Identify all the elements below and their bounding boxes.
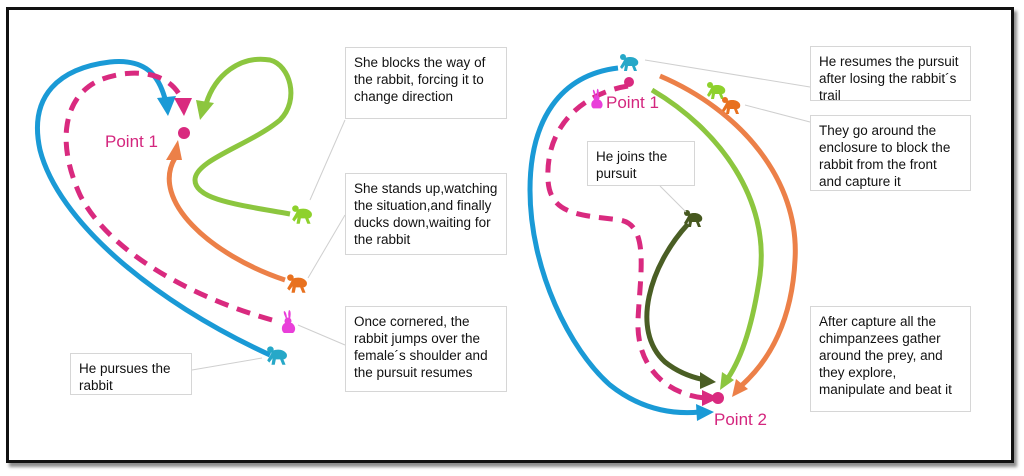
right-point1-label: Point 1 xyxy=(606,93,659,112)
left-lime-path xyxy=(192,56,294,217)
connector-blocks xyxy=(309,119,346,201)
right-point2-dot xyxy=(712,392,724,404)
connector-cornered xyxy=(297,324,346,346)
note-joins: He joins the pursuit xyxy=(587,141,695,186)
right-darkgreen-arrowhead xyxy=(700,372,716,389)
left-magenta-path xyxy=(63,70,273,323)
right-magenta-arrowhead xyxy=(702,390,719,406)
connector-stands xyxy=(307,214,346,279)
note-stands: She stands up,watching the situation,and… xyxy=(345,173,507,255)
right-magenta-path xyxy=(545,83,706,401)
left-lime-arrowhead xyxy=(196,100,214,120)
connector-joins xyxy=(659,185,687,213)
note-around: They go around the enclosure to block th… xyxy=(810,115,971,191)
left-lime-chimp-icon xyxy=(292,205,312,224)
left-point1-label: Point 1 xyxy=(105,132,158,151)
note-blocks: She blocks the way of the rabbit, forcin… xyxy=(345,47,507,119)
left-rabbit-icon xyxy=(281,310,296,333)
right-orange-path xyxy=(659,73,798,387)
right-orange-arrowhead xyxy=(732,379,748,397)
left-cyan-chimp-icon xyxy=(267,346,287,365)
note-after: After capture all the chimpanzees gather… xyxy=(810,306,971,412)
right-orange-chimp-icon xyxy=(722,97,741,114)
right-blue-arrowhead xyxy=(696,404,714,421)
right-cyan-chimp-icon xyxy=(620,54,639,71)
connector-resumes xyxy=(644,59,811,88)
left-blue-arrowhead xyxy=(157,96,176,116)
right-lime-chimp-icon xyxy=(707,82,726,99)
left-orange-chimp-icon xyxy=(287,274,307,293)
note-resumes: He resumes the pursuit after losing the … xyxy=(810,46,971,103)
left-blue-path xyxy=(34,59,272,358)
right-lime-path xyxy=(650,87,764,380)
right-darkgreen-path xyxy=(644,222,706,383)
right-point2-label: Point 2 xyxy=(714,410,767,429)
left-point1-dot xyxy=(178,127,190,139)
left-magenta-arrowhead xyxy=(174,98,192,116)
connector-around xyxy=(744,104,811,123)
note-pursues: He pursues the rabbit xyxy=(70,353,192,395)
left-orange-path xyxy=(166,156,286,283)
connector-pursues xyxy=(191,357,263,371)
left-orange-arrowhead xyxy=(166,140,182,160)
right-lime-arrowhead xyxy=(720,372,734,390)
right-blue-path xyxy=(527,65,701,416)
note-cornered: Once cornered, the rabbit jumps over the… xyxy=(345,306,507,392)
right-point1-dot xyxy=(624,77,634,87)
